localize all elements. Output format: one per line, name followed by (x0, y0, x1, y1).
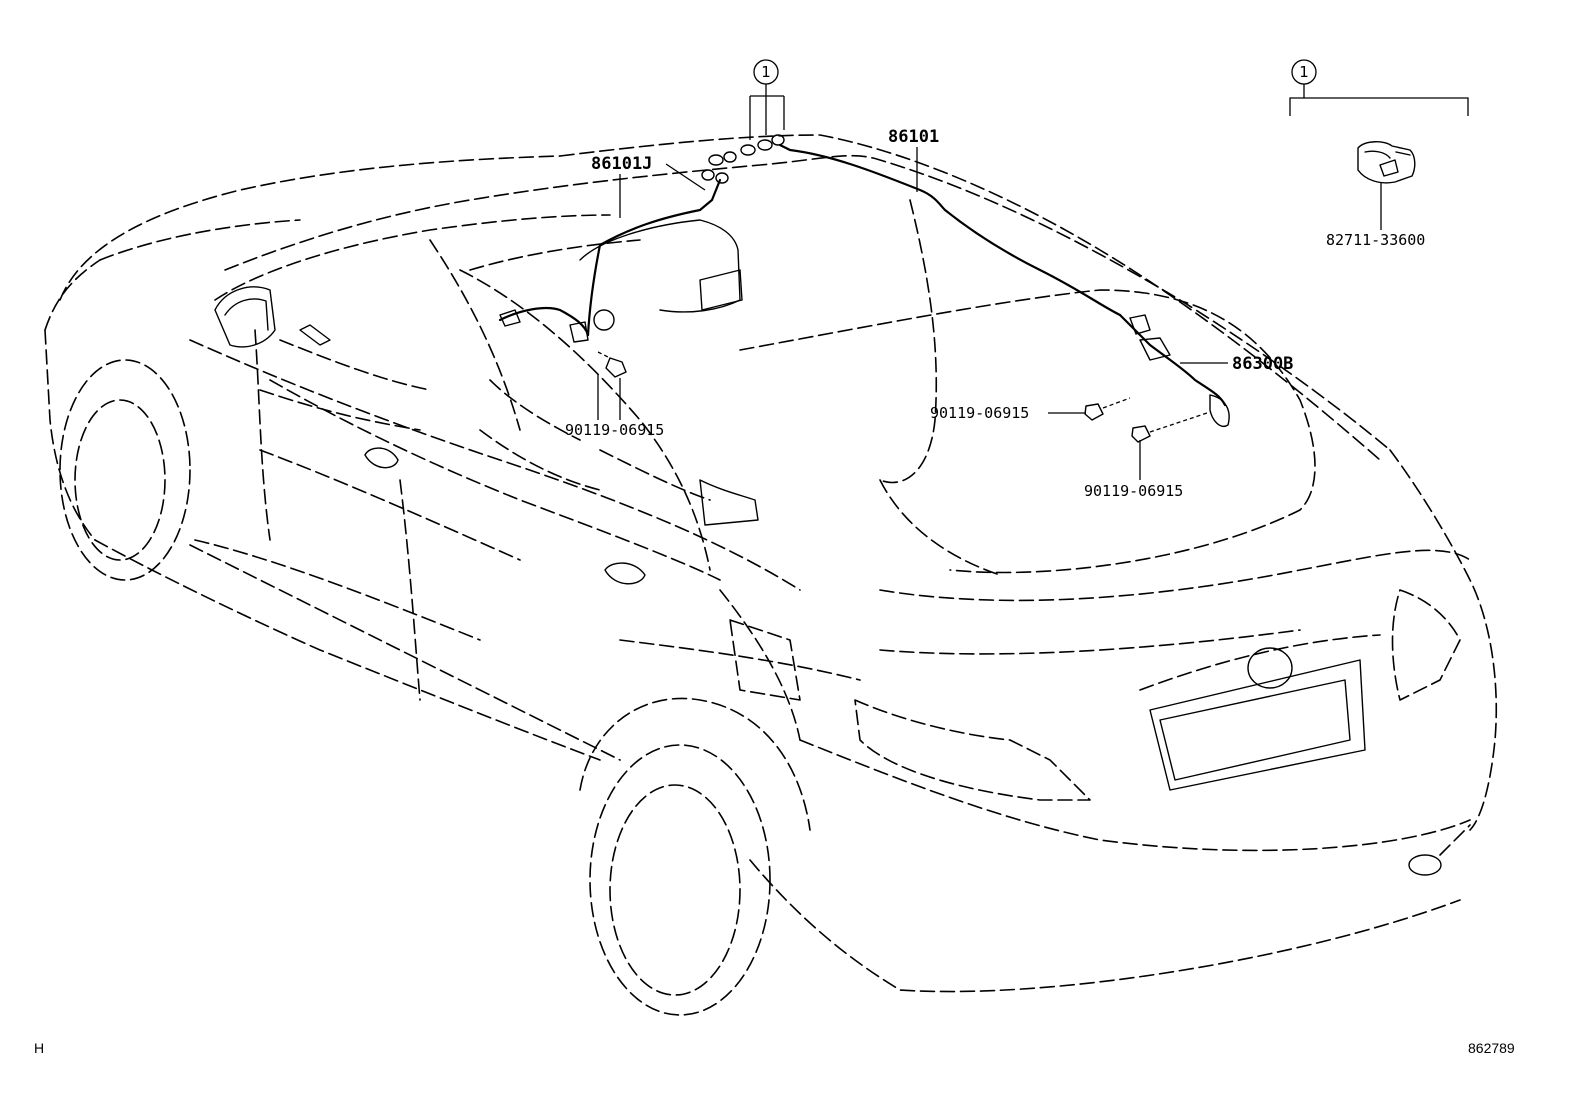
callout-number: 1 (761, 63, 771, 81)
clip-cluster (701, 134, 785, 184)
leader-lines (597, 84, 1469, 480)
connector-82711-icon (1357, 141, 1416, 184)
callout-1-right: 1 (1291, 59, 1317, 85)
diagram-id: 862789 (1468, 1040, 1515, 1056)
car-body-outline (44, 134, 1498, 1016)
screw-icon (1131, 411, 1211, 443)
part-label-82711-33600: 82711-33600 (1326, 231, 1425, 249)
part-label-90119-06915-left: 90119-06915 (565, 421, 664, 439)
wire-harness-86101J (498, 178, 722, 343)
callout-1-left: 1 (753, 59, 779, 85)
wire-harness-86101 (778, 143, 1230, 427)
part-label-90119-06915-middle: 90119-06915 (930, 404, 1029, 422)
screw-icon (597, 351, 627, 378)
part-label-86101: 86101 (888, 127, 939, 147)
callout-number: 1 (1299, 63, 1309, 81)
corner-code-left: H (34, 1040, 45, 1056)
screw-icon (1084, 397, 1131, 421)
part-label-86101J: 86101J (591, 154, 652, 174)
part-label-90119-06915-lower: 90119-06915 (1084, 482, 1183, 500)
part-label-86300B: 86300B (1232, 354, 1293, 374)
